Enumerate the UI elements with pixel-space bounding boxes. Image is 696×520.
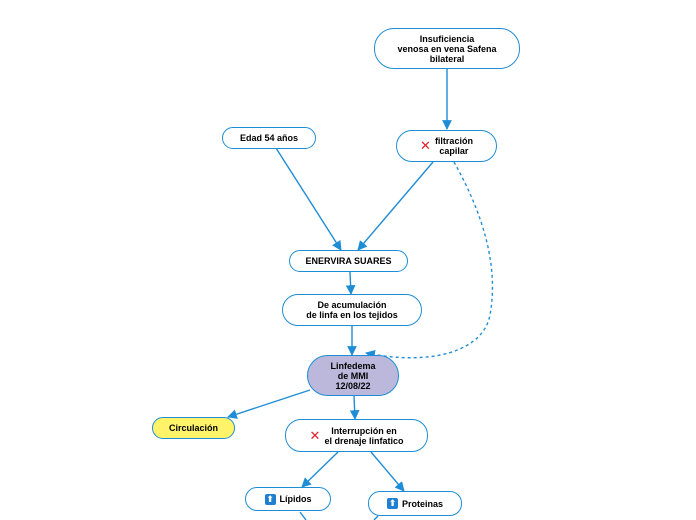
node-insuficiencia-venosa[interactable]: Insuficiencia venosa en vena Safena bila…: [374, 28, 520, 69]
node-edad-label: Edad 54 años: [239, 133, 299, 143]
edge-lipidos-offscreen: [299, 511, 307, 520]
node-linfedema-label: Linfedema de MMI 12/08/22: [330, 360, 376, 391]
node-interrupcion-drenaje[interactable]: ✕ Interrupción en el drenaje linfatico: [285, 419, 428, 452]
edge-paciente-acumulacion: [345, 271, 356, 295]
node-filtracion-capilar[interactable]: ✕ filtración capilar: [396, 130, 497, 162]
node-circulacion[interactable]: Circulación: [152, 417, 235, 439]
edge-proteinas-offscreen: [373, 515, 379, 520]
node-linfedema[interactable]: Linfedema de MMI 12/08/22: [307, 355, 399, 396]
node-insuficiencia-label: Insuficiencia venosa en vena Safena bila…: [397, 33, 497, 64]
edge-interrupcion-proteinas: [370, 451, 405, 492]
node-acumulacion-linfa[interactable]: De acumulación de linfa en los tejidos: [282, 294, 422, 326]
node-interrupcion-label: Interrupción en el drenaje linfatico: [324, 425, 404, 446]
edge-interrupcion-lipidos: [301, 451, 339, 488]
node-circulacion-label: Circulación: [168, 423, 218, 433]
node-proteinas-label: Proteinas: [401, 498, 443, 509]
edge-edad-paciente: [275, 147, 342, 251]
edge-filtracion-paciente: [357, 161, 434, 251]
node-proteinas[interactable]: ⬆ Proteinas: [368, 491, 462, 516]
x-mark-icon: ✕: [420, 138, 431, 153]
node-filtracion-label: filtración capilar: [434, 136, 473, 156]
edge-linfedema-interrupcion: [349, 395, 360, 420]
edge-linfedema-circulacion: [227, 389, 311, 419]
up-arrow-icon: ⬆: [264, 493, 276, 505]
node-acumulacion-label: De acumulación de linfa en los tejidos: [306, 300, 398, 320]
node-lipidos-label: Lípidos: [279, 494, 312, 504]
node-paciente[interactable]: ENERVIRA SUARES: [289, 250, 408, 272]
node-edad[interactable]: Edad 54 años: [222, 127, 316, 149]
node-lipidos[interactable]: ⬆ Lípidos: [245, 487, 331, 511]
x-mark-icon: ✕: [309, 427, 321, 443]
up-arrow-icon: ⬆: [386, 498, 398, 509]
edge-filtracion-linfedema-dashed: [365, 161, 494, 360]
node-paciente-label: ENERVIRA SUARES: [305, 256, 392, 266]
